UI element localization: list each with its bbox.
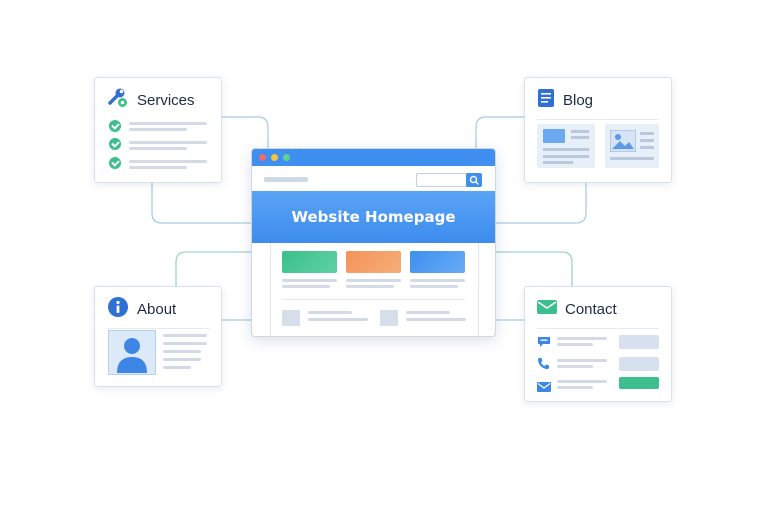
placeholder-line [308, 311, 352, 314]
placeholder-line [282, 279, 337, 282]
search-icon [469, 175, 479, 185]
check-icon [109, 138, 121, 150]
placeholder-line [557, 337, 607, 340]
placeholder-line [129, 128, 187, 131]
placeholder-line [129, 141, 207, 144]
placeholder-line [282, 285, 330, 288]
placeholder-line [129, 147, 187, 150]
window-maximize-dot[interactable] [283, 154, 290, 161]
check-icon [109, 120, 121, 132]
thumbnail-placeholder [380, 310, 398, 326]
search-button[interactable] [466, 173, 482, 187]
connector-blog [475, 116, 524, 148]
placeholder-line [406, 311, 450, 314]
about-card[interactable]: About [94, 286, 222, 387]
placeholder-line [129, 160, 207, 163]
avatar [108, 330, 156, 375]
placeholder-line [410, 279, 465, 282]
placeholder-line [308, 318, 368, 321]
blog-card[interactable]: Blog [524, 77, 672, 183]
feature-tile-orange [346, 251, 401, 273]
mail-icon [537, 379, 551, 397]
connector-blog-lower [494, 181, 587, 224]
divider [537, 119, 659, 120]
chat-icon [537, 335, 551, 353]
placeholder-line [129, 166, 187, 169]
about-title: About [137, 300, 177, 318]
services-header: Services [107, 88, 195, 112]
user-icon [117, 338, 147, 373]
placeholder-line [346, 279, 401, 282]
form-field[interactable] [619, 335, 659, 349]
nav-logo-placeholder [264, 177, 308, 182]
services-title: Services [137, 91, 195, 109]
divider [537, 328, 659, 329]
placeholder-line [163, 350, 201, 353]
window-close-dot[interactable] [259, 154, 266, 161]
document-icon [537, 88, 555, 113]
submit-button[interactable] [619, 377, 659, 389]
placeholder-line [163, 342, 207, 345]
content-area [270, 243, 479, 336]
page-title: Website Homepage [291, 208, 456, 226]
blog-post-thumbnail [537, 124, 595, 168]
blog-title: Blog [563, 91, 594, 109]
wrench-gear-icon [107, 87, 129, 114]
feature-tile-blue [410, 251, 465, 273]
placeholder-line [410, 285, 458, 288]
homepage-browser-window[interactable]: Website Homepage [251, 148, 496, 337]
placeholder-line [163, 358, 201, 361]
envelope-icon [537, 299, 557, 320]
placeholder-line [557, 343, 593, 346]
placeholder-line [557, 386, 593, 389]
divider [107, 328, 209, 329]
form-field[interactable] [619, 357, 659, 371]
placeholder-line [557, 365, 593, 368]
placeholder-line [346, 285, 394, 288]
image-icon [610, 130, 636, 152]
window-minimize-dot[interactable] [271, 154, 278, 161]
about-header: About [107, 296, 177, 323]
connector-about [175, 251, 251, 286]
connector-services [220, 116, 269, 148]
blog-header: Blog [537, 88, 593, 112]
check-icon [109, 157, 121, 169]
connector-contact [494, 251, 573, 286]
info-icon [107, 296, 129, 323]
contact-header: Contact [537, 297, 617, 321]
browser-title-bar [252, 149, 495, 166]
feature-tile-green [282, 251, 337, 273]
placeholder-line [163, 334, 207, 337]
hero-banner: Website Homepage [252, 191, 495, 243]
placeholder-line [406, 318, 466, 321]
blog-post-thumbnail [605, 124, 659, 168]
placeholder-line [557, 359, 607, 362]
divider [282, 299, 465, 300]
contact-title: Contact [565, 300, 617, 318]
placeholder-line [163, 366, 191, 369]
connector-services-lower [151, 181, 251, 224]
phone-icon [537, 357, 550, 375]
search-input[interactable] [416, 173, 468, 187]
contact-card[interactable]: Contact [524, 286, 672, 402]
placeholder-line [129, 122, 207, 125]
placeholder-line [557, 380, 607, 383]
services-card[interactable]: Services [94, 77, 222, 183]
thumbnail-placeholder [282, 310, 300, 326]
